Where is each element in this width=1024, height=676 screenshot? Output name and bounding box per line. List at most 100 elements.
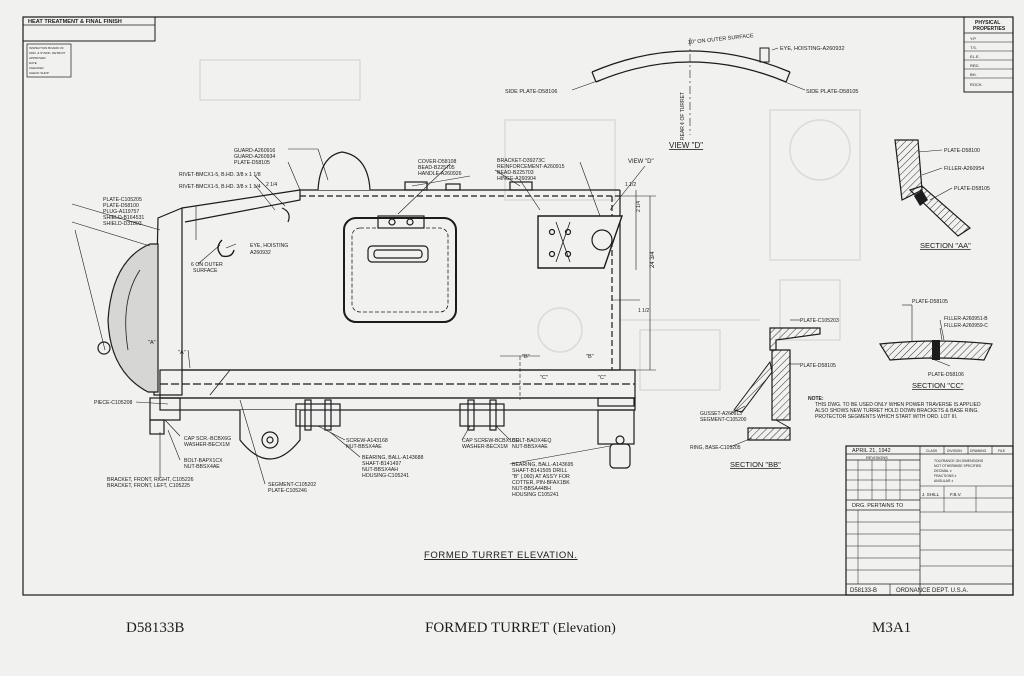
title-block-number: D58133-B xyxy=(850,588,877,594)
callout-housing: HOUSING C105241 xyxy=(512,492,559,498)
note-line: ALSO SHOWS NEW TURRET HOLD DOWN BRACKETS… xyxy=(815,408,979,414)
drawing-frame xyxy=(22,16,1014,596)
hatch-cover xyxy=(343,217,457,323)
section-aa-plate-1: PLATE-D58100 xyxy=(944,148,980,154)
note-line: THIS DWG. TO BE USED ONLY WHEN POWER TRA… xyxy=(815,402,981,408)
callout-text-left: PLATE-C105205 PLATE-D58100 PLUG-A119757 … xyxy=(94,197,288,406)
svg-text:2 1/4: 2 1/4 xyxy=(636,201,642,212)
physical-properties-title: PROPERTIES xyxy=(973,26,1006,32)
dimension-lines xyxy=(187,190,656,400)
callout-plate: PLATE-C105205 xyxy=(103,197,142,203)
section-bb-segment: SEGMENT-C105200 xyxy=(700,417,747,423)
property-row: BH. xyxy=(970,72,977,77)
view-d-side-plate-right: SIDE PLATE-D58105 xyxy=(806,89,858,95)
view-d: 10" ON OUTER SURFACE EYE, HOISTING-A2609… xyxy=(505,33,858,150)
callout-outer-surface: 6 ON OUTER xyxy=(191,262,223,268)
callout-cotter-pin: COTTER, PIN-BFAX1BK xyxy=(512,480,570,486)
note: NOTE: THIS DWG. TO BE USED ONLY WHEN POW… xyxy=(808,396,981,420)
callout-shaft: SHAFT-B141497 xyxy=(362,461,401,467)
section-aa-title: SECTION "AA" xyxy=(920,241,971,250)
section-markers: "A" "A" "B" "B" "C" "C" xyxy=(148,340,606,381)
svg-text:24 3/4: 24 3/4 xyxy=(650,251,656,268)
callout-nut: NUT-BBSX4AH xyxy=(362,467,398,473)
callout-rivet: RIVET-BMCX1-5, B.HD. 3/8 x 1 1/8 xyxy=(179,172,261,178)
callout-nut: NUT-BBSX4AE xyxy=(346,444,382,450)
callout-guard: GUARD-A260916 xyxy=(234,148,275,154)
callout-piece: PIECE-C105208 xyxy=(94,400,132,406)
callout-handle: HANDLE-A260926 xyxy=(418,171,462,177)
view-d-eye xyxy=(759,47,770,63)
callout-bolt: BOLT-BAOX4EQ xyxy=(512,438,551,444)
section-cc-plate-2: PLATE-D58106 xyxy=(928,372,964,378)
stamp-line: DATE xyxy=(29,61,37,65)
property-row: Y.P. xyxy=(970,36,977,41)
callout-nut: NUT-BBSA44BH xyxy=(512,486,551,492)
callout-bracket-right: BRACKET, FRONT, RIGHT, C105226 xyxy=(107,477,194,483)
stamp-line: APPROVED xyxy=(29,56,47,60)
title-block-head: FILE xyxy=(998,449,1006,453)
callout-reinforcement: REINFORCEMENT-A260915 xyxy=(497,164,565,170)
callout-washer: WASHER-BECX1M xyxy=(462,444,508,450)
callout-bead: BEAD-B225703 xyxy=(497,170,534,176)
tolerance-line: NOT OTHERWISE SPECIFIED xyxy=(934,464,982,468)
title-block-date: APRIL 21, 1942 xyxy=(852,448,891,454)
callout-nut: NUT-BBSX4AE xyxy=(184,464,220,470)
callout-shield: SHIELD-D31803 xyxy=(103,221,142,227)
heat-treatment-box: HEAT TREATMENT & FINAL FINISH xyxy=(22,16,156,42)
caption-title: FORMED TURRET (Elevation) xyxy=(425,620,616,637)
stamp-line: INSPECTION BOARD OF xyxy=(29,46,64,50)
callout-bearing: BEARING, BALL-A143695 xyxy=(512,462,574,468)
callout-text-top: GUARD-A260916 GUARD-A260934 PLATE-D58105… xyxy=(179,148,654,190)
callout-outer-surface: SURFACE xyxy=(193,268,218,274)
property-row: ROCK. xyxy=(970,82,983,87)
title-block-text: APRIL 21, 1942 CLASS DIVISION DRAWING FI… xyxy=(850,448,1006,594)
note-line: PROTECTOR SEGMENTS WHICH START WITH ORD.… xyxy=(815,414,957,420)
stamp-line: CHECKED xyxy=(29,66,45,70)
note-line: NOTE: xyxy=(808,396,824,402)
rear-bracket xyxy=(537,215,623,269)
stamp-line: ORD. & SYNDK. DETROIT xyxy=(29,51,66,55)
view-d-arc-outer xyxy=(591,50,791,73)
title-block-head: CLASS xyxy=(926,449,938,453)
callout-cover: COVER-D58108 xyxy=(418,159,456,165)
view-d-rear-label: REAR ¢ OF TURRET xyxy=(680,92,686,140)
cupola xyxy=(317,151,371,191)
tolerance-line: DECIMAL ± xyxy=(934,469,952,473)
callout-housing: HOUSING-C105241 xyxy=(362,473,409,479)
callout-washer: WASHER-BECX1M xyxy=(184,442,230,448)
callout-bolt: BOLT-BAPX1CX xyxy=(184,458,223,464)
callout-nut: NUT-BBSX4AE xyxy=(512,444,548,450)
inspection-stamp: INSPECTION BOARD OF ORD. & SYNDK. DETROI… xyxy=(26,43,72,78)
section-marker-a: "A" xyxy=(148,340,156,346)
callout-bearing: BEARING, BALL-A143688 xyxy=(362,455,424,461)
section-marker-c: "C" xyxy=(598,375,606,381)
title-block xyxy=(845,445,1014,596)
title-block-head: DIVISION xyxy=(947,449,962,453)
section-cc-filler-b: FILLER-A260951-B xyxy=(944,316,988,322)
turret-elevation xyxy=(97,151,636,469)
svg-text:1 1/2: 1 1/2 xyxy=(638,308,649,314)
caption-drawing-number: D58133B xyxy=(126,620,185,636)
callout-bead: BEAD-B225705 xyxy=(418,165,455,171)
section-bb-plate-1: PLATE-C105203 xyxy=(800,318,839,324)
section-marker-b: "B" xyxy=(586,354,594,360)
section-aa-filler: FILLER-A260954 xyxy=(944,166,984,172)
callout-plate: PLATE-D58105 xyxy=(234,160,270,166)
dimension-text: 24 3/4 2 1/4 1 1/2 1 1/2 2 1/4 xyxy=(266,182,656,314)
title-block-drawn: J. SHILL xyxy=(922,492,940,497)
stamp-line: CHECK SHOP xyxy=(29,71,49,75)
view-d-side-plate-left: SIDE PLATE-D58106 xyxy=(505,89,557,95)
callout-cap-screw: CAP SCREW-BCBX1CE xyxy=(462,438,520,444)
callouts-bottom-leaders xyxy=(159,399,611,485)
callout-shaft: SHAFT-B141505 DRILL xyxy=(512,468,567,474)
section-bb-gusset: GUSSET-A260913 xyxy=(700,411,742,417)
title-block-ordnance: ORDNANCE DEPT. U.S.A. xyxy=(896,588,968,594)
callout-plug: PLUG-A119757 xyxy=(103,209,139,215)
section-cc-title: SECTION "CC" xyxy=(912,381,964,390)
svg-text:2 1/4: 2 1/4 xyxy=(266,182,277,188)
callout-shield: SHIELD-B164531 xyxy=(103,215,144,221)
view-d-title: VIEW "D" xyxy=(669,141,703,150)
property-row: EL.E. xyxy=(970,54,980,59)
section-cc: PLATE-D58105 FILLER-A260951-B FILLER-A26… xyxy=(878,299,993,390)
section-bb-ring: RING, BASE-C105205 xyxy=(690,445,741,451)
